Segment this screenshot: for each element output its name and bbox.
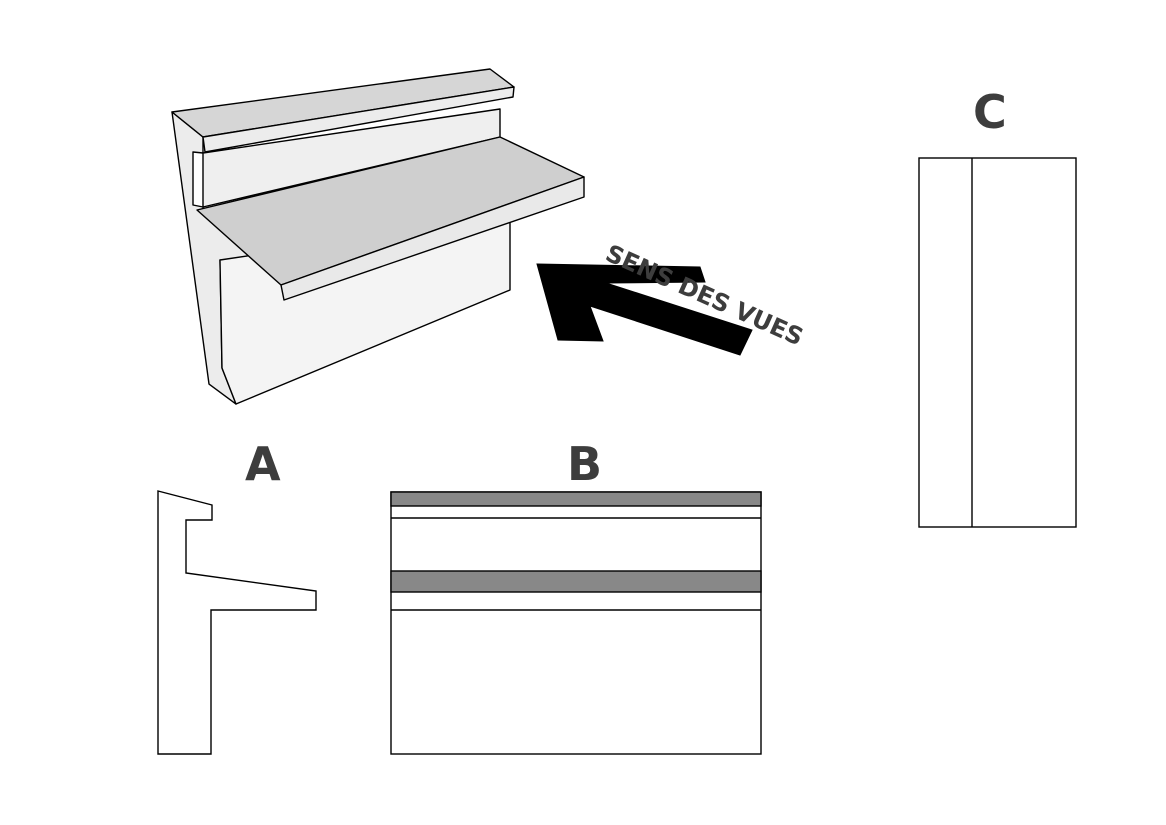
view-c-label: C bbox=[973, 85, 1007, 139]
model-lower-shelf-edge bbox=[280, 176, 585, 301]
view-a-profile bbox=[157, 490, 317, 755]
view-b-label: B bbox=[567, 437, 603, 491]
view-b-middle-band bbox=[390, 570, 762, 593]
view-a-label: A bbox=[245, 437, 281, 491]
view-c-outline bbox=[918, 157, 1077, 528]
isometric-model bbox=[171, 68, 585, 405]
view-b-upper-band bbox=[390, 491, 762, 507]
view-b-elevation bbox=[390, 491, 762, 755]
view-c-top bbox=[918, 157, 1077, 528]
view-direction-arrow bbox=[536, 263, 753, 356]
model-upper-shelf-edge bbox=[202, 86, 515, 153]
view-b-outline bbox=[390, 491, 762, 755]
